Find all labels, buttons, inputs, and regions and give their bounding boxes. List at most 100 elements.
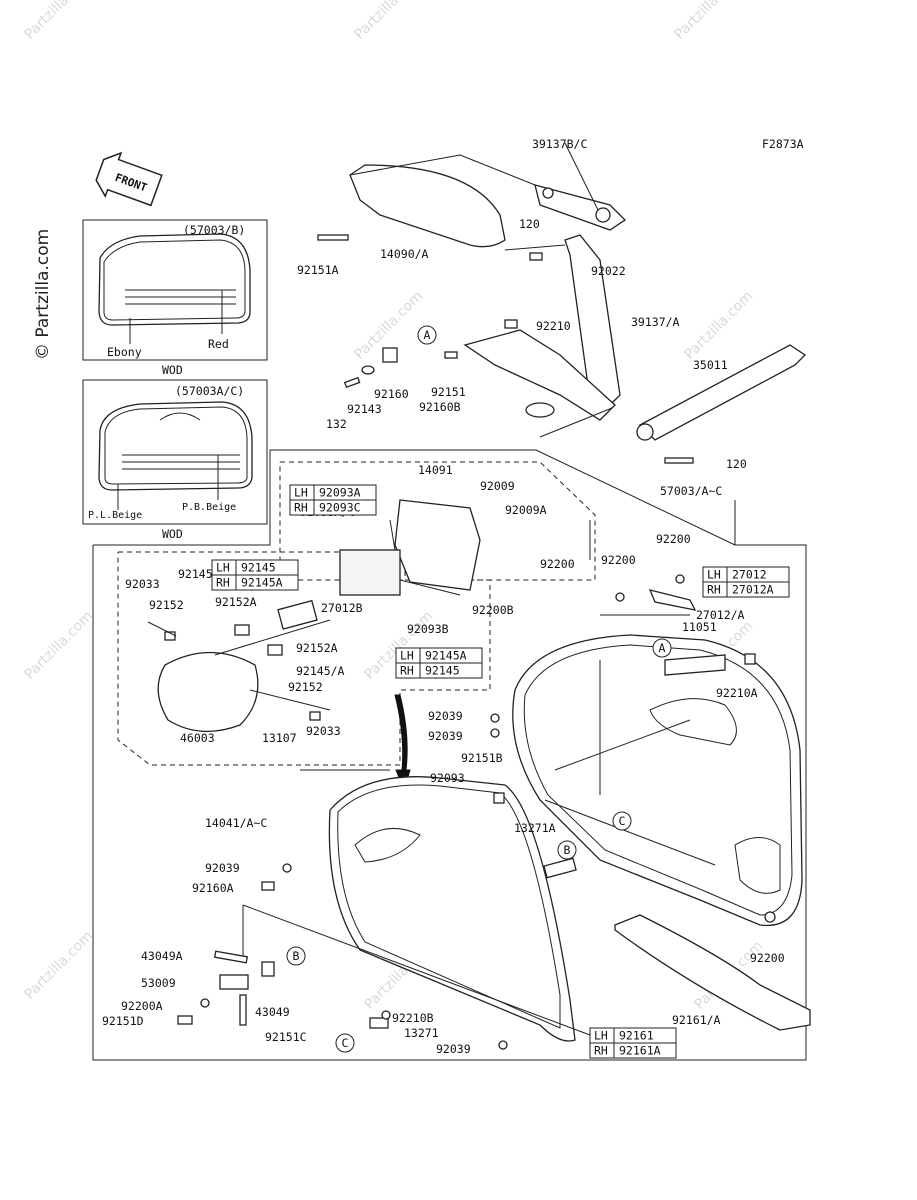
side-table-part: 92145: [241, 561, 276, 575]
svg-text:B: B: [293, 949, 300, 963]
part-label-p3: 14090/A: [380, 247, 429, 261]
svg-text:B: B: [564, 843, 571, 857]
side-table-part: 92093A: [319, 486, 361, 500]
watermark: Partzilla.com: [22, 608, 97, 683]
watermark: Partzilla.com: [682, 288, 757, 363]
inset-top-code: (57003/B): [183, 223, 245, 237]
part-label-p27: 92152: [149, 598, 184, 612]
part-label-p38: 92210A: [716, 686, 758, 700]
part-label-p35: 92033: [306, 724, 341, 738]
part-label-p15: 14091: [418, 463, 453, 477]
svg-text:A: A: [659, 641, 666, 655]
lock-assembly: [117, 461, 596, 766]
side-table-side: RH: [400, 664, 414, 678]
part-label-p22: 92093B: [407, 622, 449, 636]
part-label-p55: 13271: [404, 1026, 439, 1040]
watermark: Partzilla.com: [352, 0, 427, 43]
svg-text:A: A: [424, 328, 431, 342]
side-table-side: RH: [594, 1044, 608, 1058]
watermark: Partzilla.com: [22, 0, 97, 43]
part-label-p4: 120: [519, 217, 540, 231]
side-table-part: 92145A: [241, 576, 283, 590]
saddlebag-shell: [512, 589, 803, 927]
part-label-p40: 92039: [428, 729, 463, 743]
part-label-p17: 92009A: [505, 503, 547, 517]
part-label-p36: 46003: [180, 731, 215, 745]
callout-c6: C: [335, 1033, 355, 1053]
callouts: A A C B B C: [286, 325, 672, 1053]
part-label-p21: 92200B: [472, 603, 514, 617]
part-label-p18: 57003/A~C: [660, 484, 722, 498]
hinge-hardware: [177, 520, 776, 1050]
part-label-p53: 92151C: [265, 1030, 307, 1044]
part-label-p23: 92200: [656, 532, 691, 546]
watermark: Partzilla.com: [672, 0, 747, 43]
part-label-p43: 14041/A~C: [205, 816, 267, 830]
part-label-p11: 92143: [347, 402, 382, 416]
callout-c2: A: [652, 638, 672, 658]
part-label-p48: 43049A: [141, 949, 183, 963]
callout-c1: A: [417, 325, 437, 345]
part-label-p37: 13107: [262, 731, 297, 745]
part-label-p25: 92033: [125, 577, 160, 591]
part-label-p29: 27012B: [321, 601, 363, 615]
part-label-p51: 92200A: [121, 999, 163, 1013]
part-label-p49: 53009: [141, 976, 176, 990]
part-label-p6: 92210: [536, 319, 571, 333]
bottom-pad: [614, 914, 811, 1031]
upper-parts: [317, 142, 807, 464]
part-label-p46: 92160A: [192, 881, 234, 895]
watermark: Partzilla.com: [22, 928, 97, 1003]
part-label-p7: 39137/A: [631, 315, 680, 329]
part-label-p34: 92152: [288, 680, 323, 694]
part-label-p14: 120: [726, 457, 747, 471]
part-label-p30: 27012/A: [696, 608, 745, 622]
side-table-part: 92145A: [425, 649, 467, 663]
part-label-p28: 92152A: [215, 595, 257, 609]
part-label-p1: 39137B/C: [532, 137, 587, 151]
part-label-p32: 92152A: [296, 641, 338, 655]
part-label-p41: 92151B: [461, 751, 503, 765]
callout-c5: B: [286, 946, 306, 966]
arrow-icon: [394, 694, 411, 792]
part-label-p9: 92151: [431, 385, 466, 399]
side-table-part: 92161: [619, 1029, 654, 1043]
side-table-part: 27012A: [732, 583, 774, 597]
diagram-code: F2873A: [762, 137, 804, 151]
side-table-side: LH: [294, 486, 308, 500]
side-table-side: RH: [294, 501, 308, 515]
inset-top-caption: WOD: [162, 363, 183, 377]
front-arrow-icon: FRONT: [95, 151, 163, 207]
part-label-p2: 92151A: [297, 263, 339, 277]
side-table-part: 27012: [732, 568, 767, 582]
inset-bottom-color-right: P.B.Beige: [182, 502, 236, 513]
side-table-side: RH: [707, 583, 721, 597]
part-label-p45: 92039: [205, 861, 240, 875]
side-table-side: LH: [400, 649, 414, 663]
inset-top-color-right: Red: [208, 337, 229, 351]
part-label-p52: 92151D: [102, 1014, 144, 1028]
inset-top: (57003/B) Ebony Red WOD: [82, 219, 268, 377]
part-label-p13: 92160B: [419, 400, 461, 414]
inset-bottom-caption: WOD: [162, 527, 183, 541]
side-table-side: LH: [594, 1029, 608, 1043]
saddlebag-lid: [242, 769, 591, 1042]
part-label-p33: 92145/A: [296, 664, 345, 678]
part-label-p10: 92160: [374, 387, 409, 401]
side-table-side: RH: [216, 576, 230, 590]
side-table-side: LH: [707, 568, 721, 582]
side-table-part: 92161A: [619, 1044, 661, 1058]
inset-top-color-left: Ebony: [107, 345, 142, 359]
part-label-p12: 132: [326, 417, 347, 431]
part-label-p8: 35011: [693, 358, 728, 372]
side-table-part: 92093C: [319, 501, 361, 515]
svg-text:C: C: [619, 814, 626, 828]
